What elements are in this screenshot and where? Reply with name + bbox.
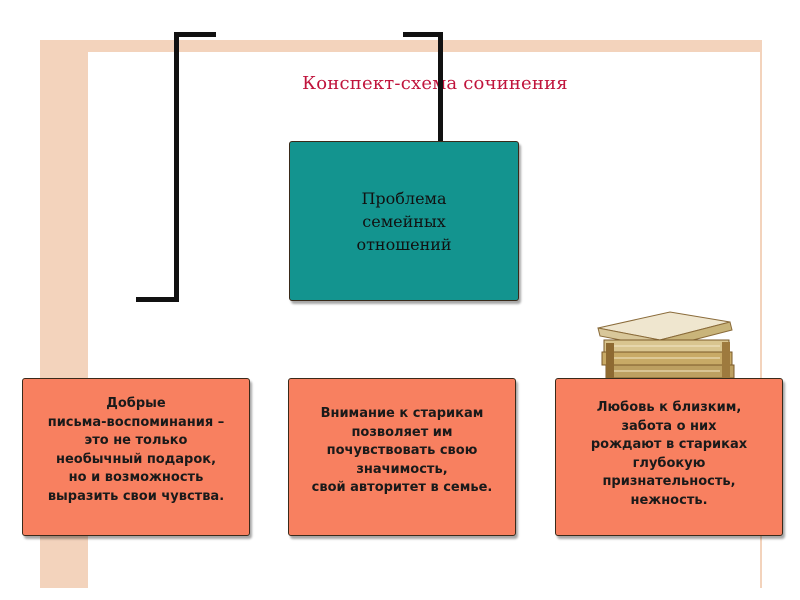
right-bracket-vertical [438, 32, 443, 142]
argument-box-attention: Внимание к старикам позволяет им почувст… [288, 378, 516, 536]
left-bracket-bottom [136, 297, 179, 302]
central-topic-text: Проблема семейных отношений [356, 188, 452, 254]
central-topic-box: Проблема семейных отношений [289, 141, 519, 301]
left-bracket-top [176, 32, 216, 37]
argument-text-letters: Добрые письма-воспоминания – это не толь… [47, 396, 225, 504]
argument-text-love: Любовь к близким, забота о них рождают в… [590, 400, 748, 508]
slide-title: Конспект-схема сочинения [302, 73, 568, 94]
argument-text-attention: Внимание к старикам позволяет им почувст… [311, 406, 493, 495]
stack-of-books-icon [597, 311, 735, 379]
left-bracket-vertical [174, 32, 179, 302]
argument-box-love: Любовь к близким, забота о них рождают в… [555, 378, 783, 536]
argument-box-letters: Добрые письма-воспоминания – это не толь… [22, 378, 250, 536]
right-bracket-top [403, 32, 443, 37]
